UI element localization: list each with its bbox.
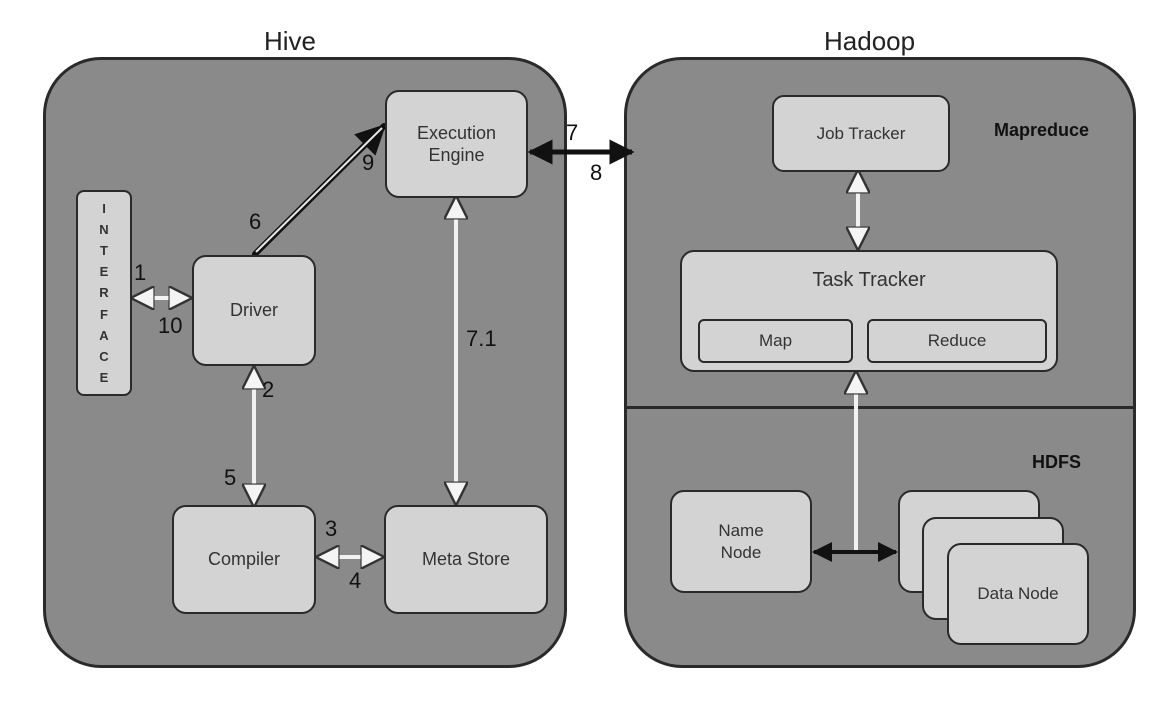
reduce-label: Reduce (927, 331, 987, 351)
hadoop-divider (627, 406, 1133, 409)
driver-box: Driver (192, 255, 316, 366)
step-2: 2 (262, 377, 275, 402)
step-5: 5 (224, 465, 237, 490)
job-tracker-box: Job Tracker (772, 95, 950, 172)
step-7-1: 7.1 (466, 326, 497, 351)
task-tracker-label: Task Tracker (812, 269, 926, 291)
hive-title: Hive (264, 26, 317, 56)
interface-letter: E (99, 264, 109, 280)
interface-letter: T (100, 243, 108, 259)
interface-letter: R (99, 285, 109, 301)
interface-letter: I (102, 201, 106, 217)
step-7: 7 (566, 120, 579, 145)
job-tracker-label: Job Tracker (816, 123, 906, 143)
interface-letter: N (99, 222, 109, 238)
interface-box: I N T E R F A C E (76, 190, 132, 396)
execution-engine-box: Execution Engine (385, 90, 528, 198)
step-4: 4 (349, 568, 362, 593)
step-9: 9 (362, 150, 375, 175)
name-node-label: Name Node (718, 521, 764, 562)
reduce-box: Reduce (867, 319, 1047, 363)
mapreduce-label: Mapreduce (994, 120, 1090, 140)
interface-letter: E (99, 369, 109, 385)
hadoop-title: Hadoop (824, 26, 916, 56)
interface-letter: F (100, 306, 108, 322)
step-10: 10 (158, 313, 183, 338)
meta-store-label: Meta Store (421, 549, 511, 570)
data-node-box: Data Node (947, 543, 1089, 645)
map-label: Map (758, 331, 793, 351)
step-8: 8 (590, 160, 603, 185)
step-3: 3 (325, 516, 338, 541)
driver-label: Driver (230, 300, 278, 321)
compiler-label: Compiler (207, 549, 281, 570)
interface-letter: A (99, 327, 109, 343)
name-node-box: Name Node (670, 490, 812, 593)
hdfs-label: HDFS (1032, 452, 1081, 472)
map-box: Map (698, 319, 853, 363)
step-1: 1 (134, 260, 147, 285)
step-6: 6 (249, 209, 262, 234)
interface-letter: C (99, 348, 109, 364)
execution-engine-label: Execution Engine (416, 122, 497, 166)
compiler-box: Compiler (172, 505, 316, 614)
meta-store-box: Meta Store (384, 505, 548, 614)
data-node-label: Data Node (977, 584, 1059, 604)
